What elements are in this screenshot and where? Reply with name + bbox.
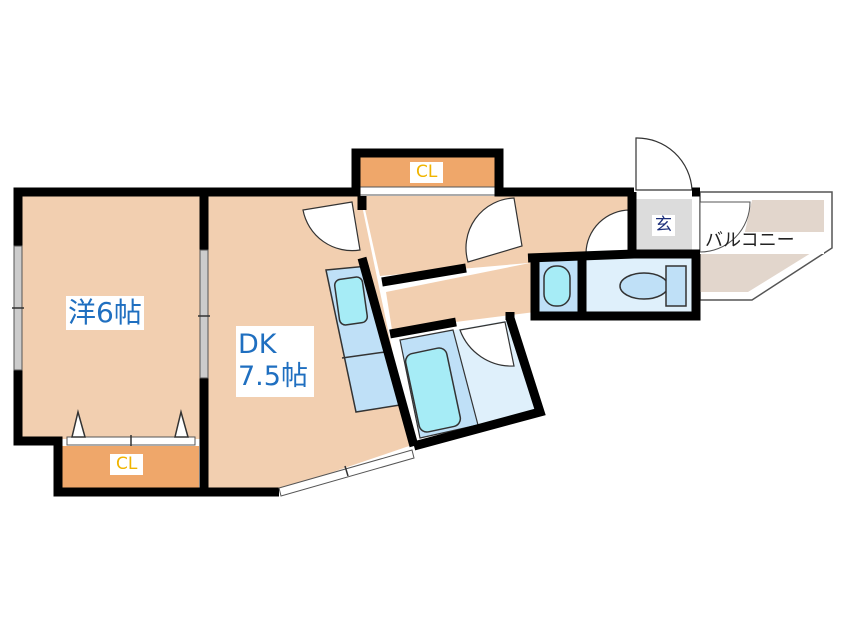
closet-door-marker-icon: [71, 409, 86, 438]
balcony-label: バルコニー: [705, 230, 795, 251]
balcony-door-icon: [699, 201, 751, 253]
dk-label: DK 7.5帖: [236, 326, 314, 397]
closet-door-marker-icon: [174, 409, 189, 438]
corridor-floor: [386, 262, 535, 330]
bathtub-icon: [404, 347, 462, 433]
kitchen-sink-icon: [333, 276, 369, 326]
entrance-label: 玄: [652, 215, 675, 236]
hall-door-icon: [465, 197, 523, 263]
entrance-door-icon: [635, 137, 693, 191]
toilet-icon: [619, 272, 669, 300]
western-room-label: 洋6帖: [66, 296, 144, 330]
closet-top-label: CL: [410, 162, 444, 183]
window: [12, 245, 210, 379]
bathroom-door-icon: [459, 321, 515, 367]
dk-label-size: 7.5帖: [238, 361, 308, 393]
toilet-door-icon: [585, 209, 631, 254]
closet-bottom-label: CL: [110, 454, 144, 475]
dk-door-icon: [302, 201, 361, 252]
dk-label-type: DK: [238, 329, 277, 360]
washbasin-icon: [543, 265, 571, 307]
